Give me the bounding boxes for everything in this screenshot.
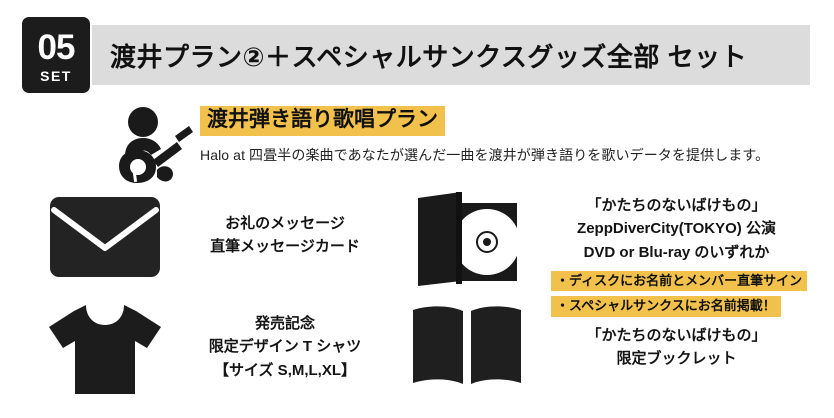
item-label-line: 「かたちのないばけもの」: [586, 197, 767, 214]
set-badge: 05 SET: [22, 17, 90, 93]
item-bullets: ・ディスクにお名前とメンバー直筆サイン ・スペシャルサンクスにお名前掲載！: [529, 270, 824, 322]
set-badge-number: 05: [37, 27, 76, 67]
item-label-line: 直筆メッセージカード: [210, 238, 360, 256]
item-label-line: 発売記念: [254, 315, 315, 332]
plan-description: Halo at 四畳半の楽曲であなたが選んだ一曲を渡井が弾き語りを歌いデータを提…: [200, 147, 770, 164]
item-label-line: お礼のメッセージ: [225, 215, 345, 232]
plan-text-block: 渡井弾き語り歌唱プラン Halo at 四畳半の楽曲であなたが選んだ一曲を渡井が…: [200, 106, 769, 165]
highlight-bullet: ・ディスクにお名前とメンバー直筆サイン: [551, 270, 808, 292]
item-label-line: ZeppDiverCity(TOKYO) 公演: [577, 220, 776, 238]
open-book-icon: [404, 302, 529, 390]
list-item: 発売記念 限定デザイン T シャツ 【サイズ S,M,L,XL】: [40, 302, 400, 394]
item-label-line: 【サイズ S,M,L,XL】: [213, 361, 357, 379]
plan-section: 渡井弾き語り歌唱プラン Halo at 四畳半の楽曲であなたが選んだ一曲を渡井が…: [0, 98, 834, 186]
item-label-line: DVD or Blu-ray のいずれか: [583, 243, 770, 261]
header-bar: [92, 25, 810, 85]
item-label: お礼のメッセージ 直筆メッセージカード: [170, 196, 400, 259]
list-item: 「かたちのないばけもの」 限定ブックレット: [404, 302, 824, 390]
item-label: 発売記念 限定デザイン T シャツ 【サイズ S,M,L,XL】: [170, 302, 400, 382]
item-label-line: 限定デザイン T シャツ: [208, 338, 362, 356]
item-label: 「かたちのないばけもの」 ZeppDiverCity(TOKYO) 公演 DVD…: [529, 190, 824, 322]
page-title: 渡井プラン②＋スペシャルサンクスグッズ全部 セット: [110, 41, 748, 72]
tshirt-icon: [40, 302, 170, 394]
item-label-line: 限定ブックレット: [616, 350, 737, 368]
dvd-case-icon: [404, 190, 529, 286]
envelope-icon: [40, 196, 170, 278]
plan-title: 渡井弾き語り歌唱プラン: [200, 106, 445, 137]
set-badge-label: SET: [40, 67, 72, 84]
guitar-player-icon: [107, 106, 193, 189]
highlight-bullet: ・スペシャルサンクスにお名前掲載！: [551, 296, 781, 317]
item-label-line: 「かたちのないばけもの」: [586, 327, 767, 344]
header: 05 SET 渡井プラン②＋スペシャルサンクスグッズ全部 セット: [0, 0, 834, 98]
items-grid: お礼のメッセージ 直筆メッセージカード 発売記念 限定デザイン T シャツ 【サ…: [0, 190, 834, 418]
item-label: 「かたちのないばけもの」 限定ブックレット: [529, 302, 824, 371]
list-item: お礼のメッセージ 直筆メッセージカード: [40, 196, 400, 278]
list-item: 「かたちのないばけもの」 ZeppDiverCity(TOKYO) 公演 DVD…: [404, 190, 824, 322]
